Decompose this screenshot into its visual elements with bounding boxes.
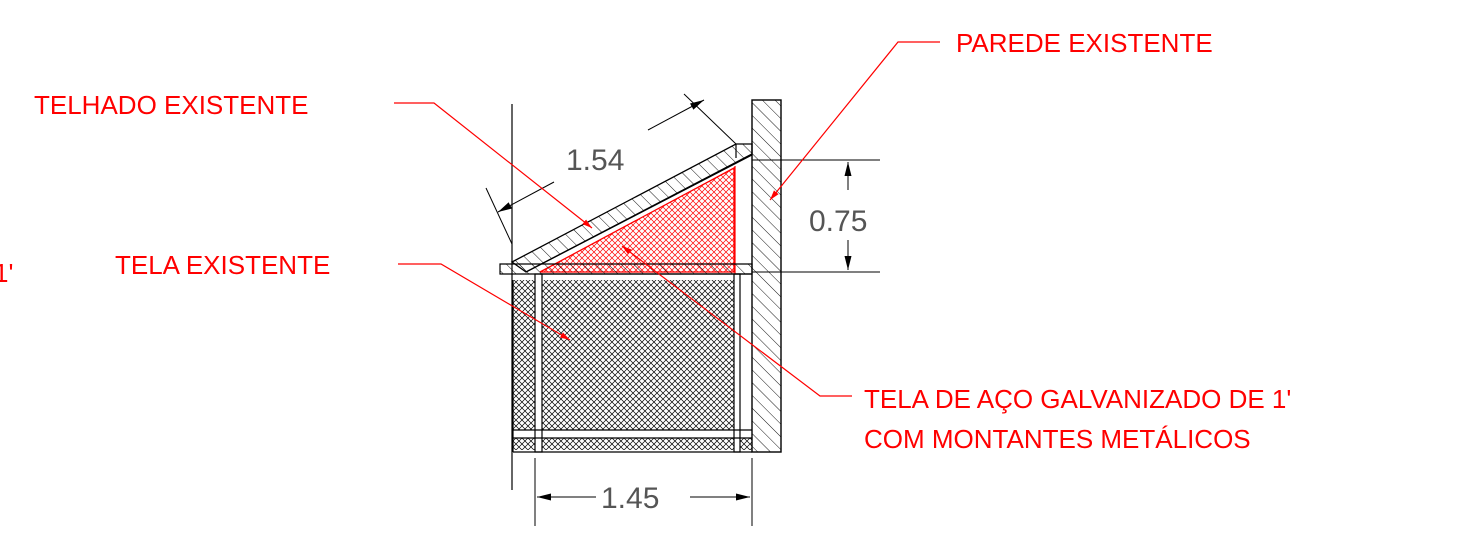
dimension-width: 1.45 — [534, 458, 753, 526]
label-telhado-existente: TELHADO EXISTENTE — [34, 90, 309, 120]
dimension-roof-length-text: 1.54 — [566, 144, 624, 177]
leader-telhado — [394, 102, 593, 229]
leader-tela-aco — [621, 245, 852, 397]
existing-wall — [751, 99, 782, 453]
label-tela-aco-line1: TELA DE AÇO GALVANIZADO DE 1' — [864, 384, 1291, 414]
label-tela-aco-line2: COM MONTANTES METÁLICOS — [864, 424, 1251, 454]
lower-mesh-panels — [512, 273, 752, 453]
dimension-height-text: 0.75 — [809, 205, 867, 238]
label-tela-existente: TELA EXISTENTE — [115, 250, 330, 280]
label-cut-off-fragment: 1' — [0, 258, 13, 288]
top-beam — [499, 263, 753, 275]
dimension-width-text: 1.45 — [601, 482, 659, 515]
leader-tela-existente — [398, 263, 571, 341]
label-parede-existente: PAREDE EXISTENTE — [956, 28, 1213, 58]
dimension-height: 0.75 — [752, 159, 880, 273]
dimension-roof-length: 1.54 — [485, 93, 737, 245]
leader-parede — [769, 41, 940, 201]
